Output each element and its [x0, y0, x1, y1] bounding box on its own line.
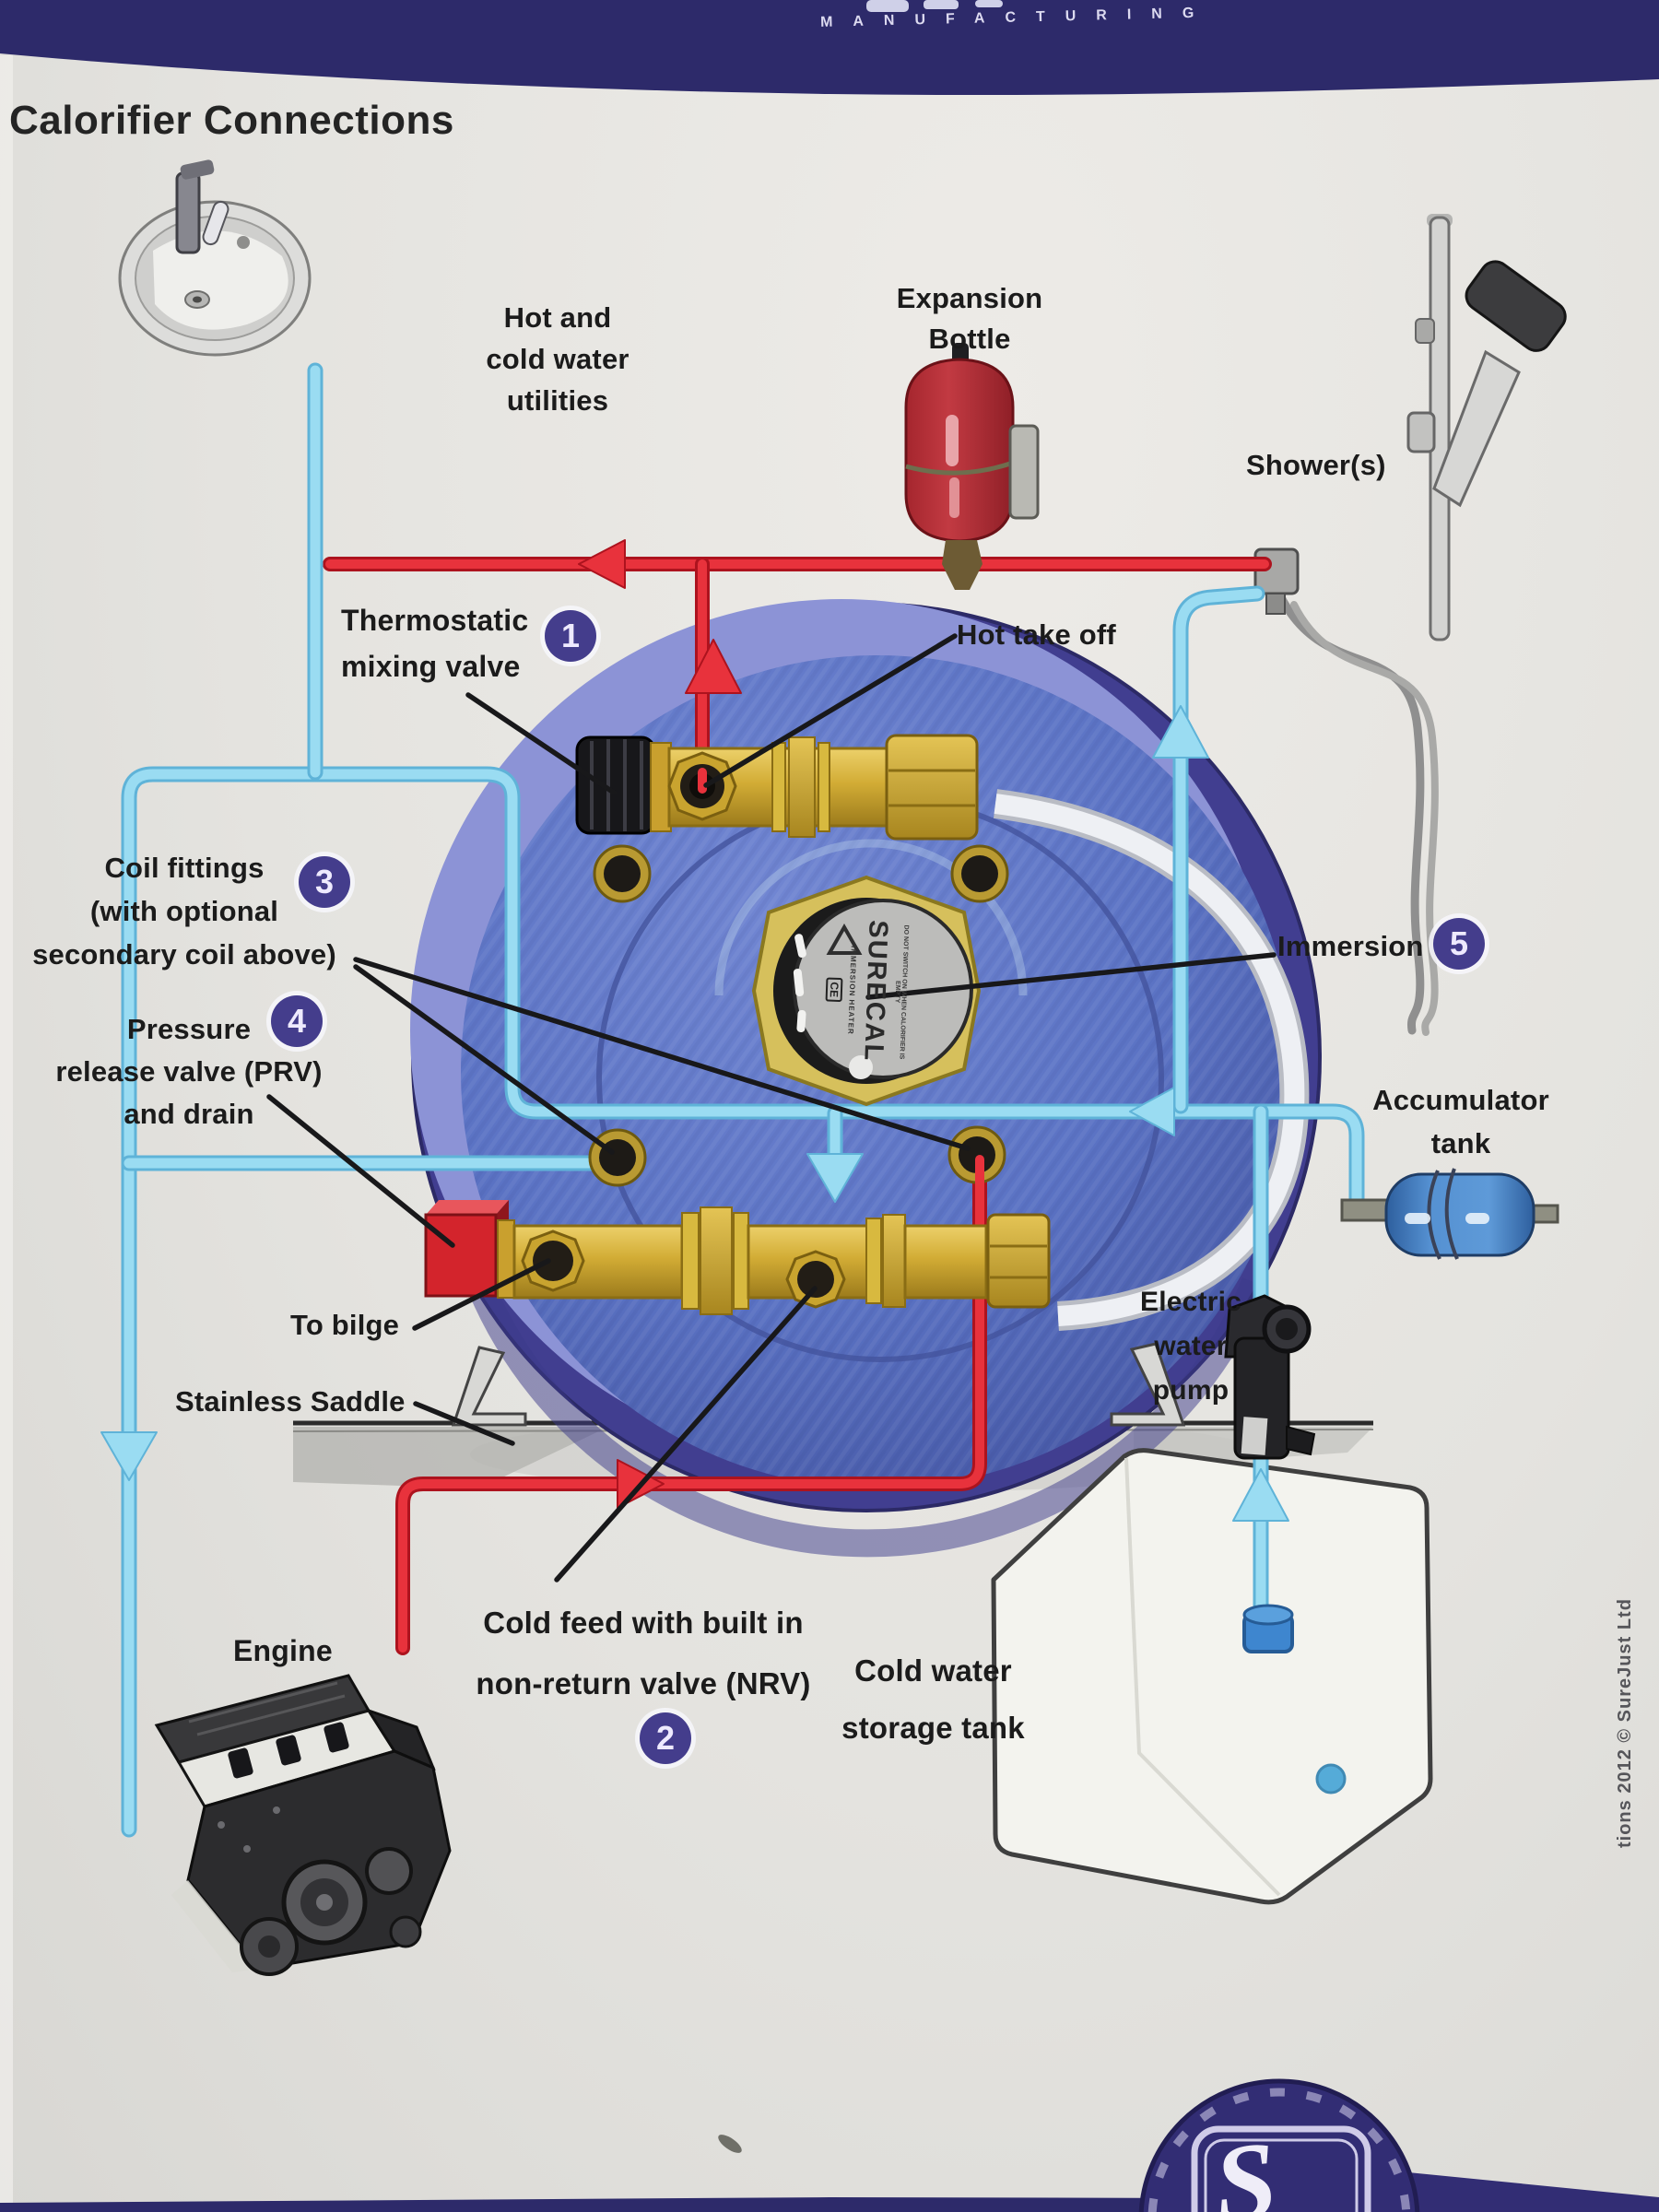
arrow-cold-left [1129, 1087, 1175, 1136]
arrow-hot-up [685, 639, 742, 694]
top-brand-band [0, 0, 1659, 96]
shower-handle [1432, 349, 1521, 508]
callout-badge-5: 5 [1433, 918, 1485, 970]
lower-hex-nut [986, 1213, 1051, 1309]
immersion-cap-label: DO NOT SWITCH ON WHEN CALORIFIER IS EMPT… [763, 888, 969, 1093]
pump-label-sticker [1241, 1417, 1268, 1455]
callout-badge-1: 1 [545, 610, 596, 662]
leader-to-bilge [412, 1258, 551, 1331]
leader-prv [266, 1094, 455, 1248]
bottle-strap [905, 460, 1014, 476]
bilge-drain-port [533, 1241, 573, 1281]
label-utilities: Hot and cold water utilities [486, 301, 629, 417]
tank-drain-dot [1315, 1763, 1347, 1794]
logo-side-band [1381, 2170, 1659, 2212]
label-immersion: Immersion [1277, 930, 1424, 962]
label-stainless-saddle: Stainless Saddle [175, 1385, 406, 1418]
cold-feed-port [797, 1261, 834, 1298]
ink-smudge [718, 2135, 742, 2153]
label-expansion-bottle: Expansion Bottle [896, 282, 1043, 355]
label-mixing-valve: Thermostatic mixing valve [341, 604, 529, 683]
accumulator-illustration [1340, 1168, 1559, 1260]
warning-triangle-icon [826, 923, 863, 955]
upper-hex-nut [885, 734, 979, 841]
upper-coil-tube [575, 734, 979, 841]
accumulator-body [1384, 1172, 1535, 1257]
arrow-cold-shower-up [1152, 705, 1209, 759]
leader-mixing-valve [465, 692, 617, 795]
page-title: Calorifier Connections [9, 98, 454, 143]
arrow-hot-left [578, 539, 626, 589]
label-hot-take-off: Hot take off [957, 618, 1116, 651]
cold-tank-cap [1242, 1604, 1294, 1653]
label-accumulator: Accumulator tank [1372, 1084, 1549, 1159]
sink-deck-hole [237, 236, 250, 249]
water-pump-illustration [1224, 1294, 1316, 1460]
label-to-bilge: To bilge [290, 1309, 400, 1341]
bottle-valve [942, 540, 982, 590]
arrow-cold-feed-down [806, 1153, 864, 1203]
saddle-leg-left [451, 1346, 527, 1427]
pipe-engine-circuit [398, 1152, 984, 1653]
pipe-cold-main [124, 769, 1362, 1835]
faucet [175, 171, 201, 254]
lower-coil-tube [424, 1200, 1051, 1315]
copyright-vertical-text: tions 2012 © SureJust Ltd [1615, 1598, 1635, 1848]
shower-rail-clamp [1406, 411, 1436, 453]
immersion-cap [751, 875, 982, 1107]
brand-logo [1138, 2078, 1420, 2212]
leader-cold-feed [554, 1286, 818, 1583]
cold-water-tank-illustration [991, 1448, 1433, 1905]
logo-inner-square [1191, 2125, 1371, 2212]
shower-handset [1465, 260, 1567, 352]
leader-lines [266, 633, 1277, 1583]
logo-letter: S [1208, 2117, 1283, 2212]
tank-face-ports [588, 844, 1009, 1187]
label-prv: Pressure release valve (PRV) and drain [55, 1013, 323, 1130]
engine-illustration [154, 1674, 452, 1976]
leader-coil-b [353, 964, 615, 1155]
cap-sticker-dashes [793, 934, 806, 1032]
pipe-cold-shower-riser [1175, 588, 1263, 1112]
leader-immersion [865, 952, 1277, 1000]
bottle-bracket [1008, 424, 1040, 520]
label-cold-feed: Cold feed with built in non-return valve… [476, 1606, 811, 1700]
expansion-bottle-illustration [904, 343, 1040, 590]
saddle-leg-right [1110, 1342, 1186, 1427]
leader-coil-a [353, 957, 971, 1151]
cap-highlight-dot [849, 1055, 873, 1079]
label-showers: Shower(s) [1246, 449, 1386, 481]
hot-water-pipes [323, 539, 1272, 1655]
sink-illustration [118, 159, 312, 357]
logo-letter-stubs [866, 0, 1003, 12]
label-cold-tank: Cold water storage tank [841, 1653, 1025, 1745]
shower-illustration [1253, 214, 1567, 1036]
callout-badge-3: 3 [299, 856, 350, 908]
coil-pipe [994, 794, 1305, 1326]
cap-warning-text: DO NOT SWITCH ON WHEN CALORIFIER IS EMPT… [893, 924, 910, 1060]
prv-red-block [424, 1213, 498, 1298]
arrow-cold-down-left [100, 1431, 158, 1481]
callout-badge-2: 2 [640, 1712, 691, 1764]
label-engine: Engine [233, 1634, 333, 1667]
leader-hot-take-off [703, 633, 958, 788]
callout-badge-4: 4 [271, 995, 323, 1047]
label-coil-fittings: Coil fittings (with optional secondary c… [32, 852, 336, 971]
ce-mark: CE [825, 977, 843, 1003]
tank-cap-arc [714, 839, 1028, 996]
cap-type-text: IMMERSION HEATER [846, 945, 858, 1035]
cap-brand-text: SURECAL [858, 919, 893, 1063]
label-electric-pump: Electric water pump [1140, 1287, 1241, 1406]
arrow-cold-pump-up [1232, 1468, 1289, 1522]
leader-saddle [413, 1401, 515, 1446]
page-edge [0, 55, 13, 2212]
floor-shadow-left [293, 1427, 608, 1488]
logo-gear-ring [1147, 2088, 1411, 2212]
